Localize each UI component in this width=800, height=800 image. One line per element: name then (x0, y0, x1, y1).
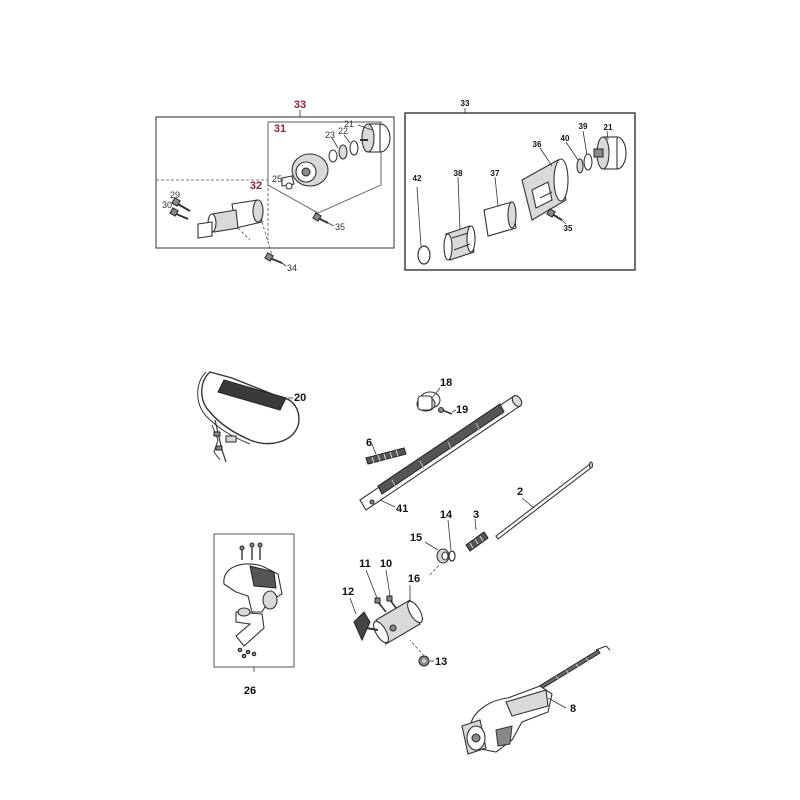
sub-label-32: 32 (250, 180, 262, 192)
screw-10: 10 (380, 558, 397, 609)
harness-20: 20 (197, 371, 306, 463)
left-label-22: 22 (338, 126, 348, 136)
right-label-42: 42 (413, 174, 422, 183)
label-19: 19 (456, 404, 468, 416)
left-label-29: 29 (170, 190, 180, 200)
label-18: 18 (440, 377, 452, 389)
cup-21 (360, 123, 391, 153)
screw-19: 19 (438, 404, 468, 416)
label-12: 12 (342, 586, 354, 598)
label-3: 3 (473, 509, 479, 521)
bolt-30 (169, 207, 189, 220)
left-label-23: 23 (325, 130, 335, 140)
right-washer-39 (583, 153, 593, 171)
subframe-32 (156, 179, 269, 240)
left-label-21: 21 (344, 119, 354, 129)
right-bolt-35 (546, 208, 563, 221)
driveshaft-2: 2 (495, 461, 594, 540)
right-ring-42 (416, 186, 431, 265)
left-label-30: 30 (162, 200, 172, 210)
right-housing-36 (521, 158, 569, 221)
shaft-housing (197, 199, 264, 239)
housing-16: 16 (373, 573, 423, 645)
right-inset-frame (404, 112, 636, 271)
pin-25 (285, 182, 293, 190)
subframe-31 (267, 121, 382, 214)
left-label-25: 25 (272, 174, 282, 184)
washer-22 (349, 140, 359, 156)
label-6: 6 (366, 437, 372, 449)
clamp-18: 18 (416, 377, 452, 412)
right-label-38: 38 (454, 169, 463, 178)
nut-15: 15 (410, 532, 450, 576)
left-label-35: 35 (335, 222, 345, 232)
label-11: 11 (359, 558, 371, 570)
ring-14: 14 (440, 509, 456, 562)
label-13: 13 (435, 656, 447, 668)
right-label-40: 40 (561, 134, 570, 143)
label-2: 2 (517, 486, 523, 498)
label-16: 16 (408, 573, 420, 585)
engine-handle-8: 8 (461, 645, 611, 755)
right-label-37: 37 (491, 169, 500, 178)
right-label-36: 36 (533, 140, 542, 149)
bolt-29 (171, 197, 191, 212)
label-8: 8 (570, 703, 576, 715)
label-41: 41 (396, 503, 408, 515)
label-20: 20 (294, 392, 306, 404)
spring-3: 3 (465, 509, 489, 552)
washer-23b (328, 149, 338, 163)
right-washer-40 (576, 158, 584, 174)
left-assembly-label: 33 (294, 99, 306, 111)
label-10: 10 (380, 558, 392, 570)
right-assembly-label: 33 (461, 99, 470, 108)
screw-11: 11 (359, 558, 387, 613)
right-cup-21 (593, 136, 627, 170)
gear-housing (281, 153, 329, 187)
right-label-35: 35 (564, 224, 573, 233)
bolt-35-left (312, 212, 329, 224)
knob-12: 12 (342, 586, 379, 642)
right-label-21: 21 (604, 123, 613, 132)
label-14: 14 (440, 509, 453, 521)
spring-6: 6 (365, 437, 407, 465)
label-26: 26 (244, 685, 256, 697)
label-15: 15 (410, 532, 422, 544)
handle-kit-26: 26 (213, 533, 295, 697)
sub-label-31: 31 (274, 123, 286, 135)
right-label-39: 39 (579, 122, 588, 131)
bolt-34 (264, 252, 283, 264)
right-inset: 33 (404, 99, 636, 271)
tube-41: 41 (359, 394, 523, 515)
right-bushing-38 (443, 225, 476, 261)
left-inset: 33 31 32 (155, 99, 395, 273)
screw-13: 13 (409, 639, 447, 668)
right-sleeve-37 (483, 201, 517, 237)
left-label-34: 34 (287, 263, 297, 273)
washer-23 (338, 144, 348, 160)
